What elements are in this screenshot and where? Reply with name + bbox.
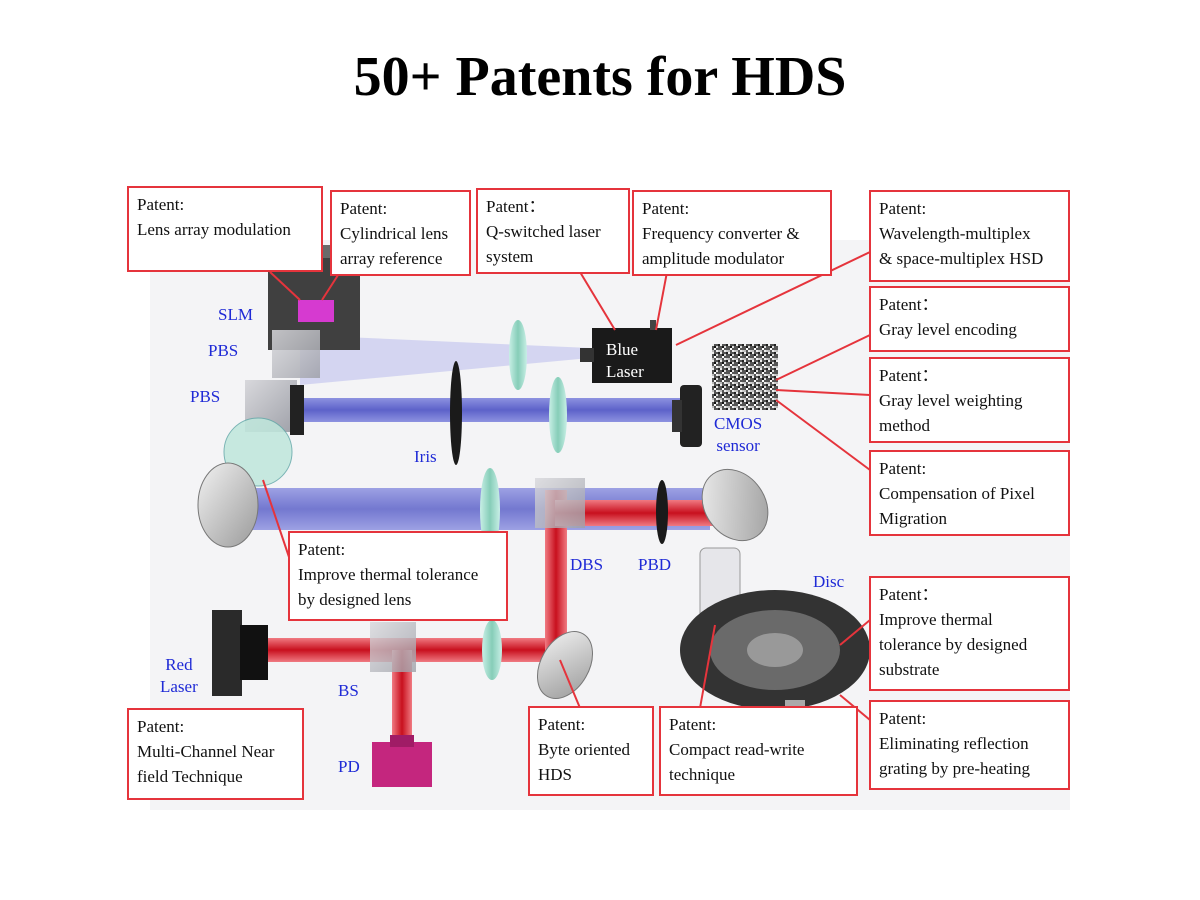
patent-gray-level-encoding: Patent： Gray level encoding — [869, 286, 1070, 352]
mirror-bottom — [537, 631, 593, 699]
pbs-cube-upper — [272, 330, 320, 378]
pbd-disc — [656, 480, 668, 544]
patent-gray-level-weighting: Patent： Gray level weighting method — [869, 357, 1070, 443]
lens-4 — [482, 620, 502, 680]
label-pd: PD — [338, 757, 360, 776]
patent-byte-oriented-hds: Patent: Byte oriented HDS — [528, 706, 654, 796]
patent-thermal-tolerance-lens: Patent: Improve thermal tolerance by des… — [288, 531, 508, 621]
patent-multi-channel-near-field: Patent: Multi-Channel Near field Techniq… — [127, 708, 304, 800]
label-dbs: DBS — [570, 555, 604, 574]
red-laser-device — [212, 610, 268, 696]
patent-pixel-migration: Patent: Compensation of Pixel Migration — [869, 450, 1070, 536]
blue-beam-middle — [285, 398, 685, 422]
label-pbd: PBD — [638, 555, 672, 574]
label-blue-laser: Blue Laser — [606, 340, 644, 381]
iris-disc — [450, 361, 462, 465]
mirror-right — [701, 468, 769, 542]
label-bs: BS — [338, 681, 359, 700]
blue-laser-device — [580, 320, 672, 383]
lens-2 — [549, 377, 567, 453]
patent-cylindrical-lens-array: Patent: Cylindrical lens array reference — [330, 190, 471, 276]
patent-wavelength-multiplex: Patent: Wavelength-multiplex & space-mul… — [869, 190, 1070, 282]
patent-eliminating-reflection: Patent: Eliminating reflection grating b… — [869, 700, 1070, 790]
hologram-pattern — [712, 344, 778, 410]
patent-q-switched-laser: Patent： Q-switched laser system — [476, 188, 630, 274]
label-disc: Disc — [813, 572, 845, 591]
photodiode-device — [372, 735, 432, 787]
bs-cube — [370, 622, 416, 672]
patent-lens-array-modulation: Patent: Lens array modulation — [127, 186, 323, 272]
red-beam-to-pd — [392, 650, 412, 750]
page-title: 50+ Patents for HDS — [353, 46, 847, 108]
cmos-sensor-device — [672, 385, 702, 447]
label-pbs-lower: PBS — [190, 387, 221, 406]
callout-lines — [262, 251, 871, 721]
patent-thermal-tolerance-substrate: Patent： Improve thermal tolerance by des… — [869, 576, 1070, 691]
patent-frequency-converter: Patent: Frequency converter & amplitude … — [632, 190, 832, 276]
label-slm: SLM — [218, 305, 253, 324]
lens-1 — [509, 320, 527, 390]
dbs-cube — [535, 478, 585, 528]
mirror-left — [197, 462, 259, 548]
red-beam-vertical — [545, 490, 567, 660]
label-cmos-sensor: CMOS sensor — [714, 414, 763, 455]
patent-compact-read-write: Patent: Compact read-write technique — [659, 706, 858, 796]
label-iris: Iris — [414, 447, 437, 466]
storage-disc — [680, 590, 870, 712]
label-pbs-upper: PBS — [208, 341, 239, 360]
label-red-laser: Red Laser — [160, 655, 198, 696]
